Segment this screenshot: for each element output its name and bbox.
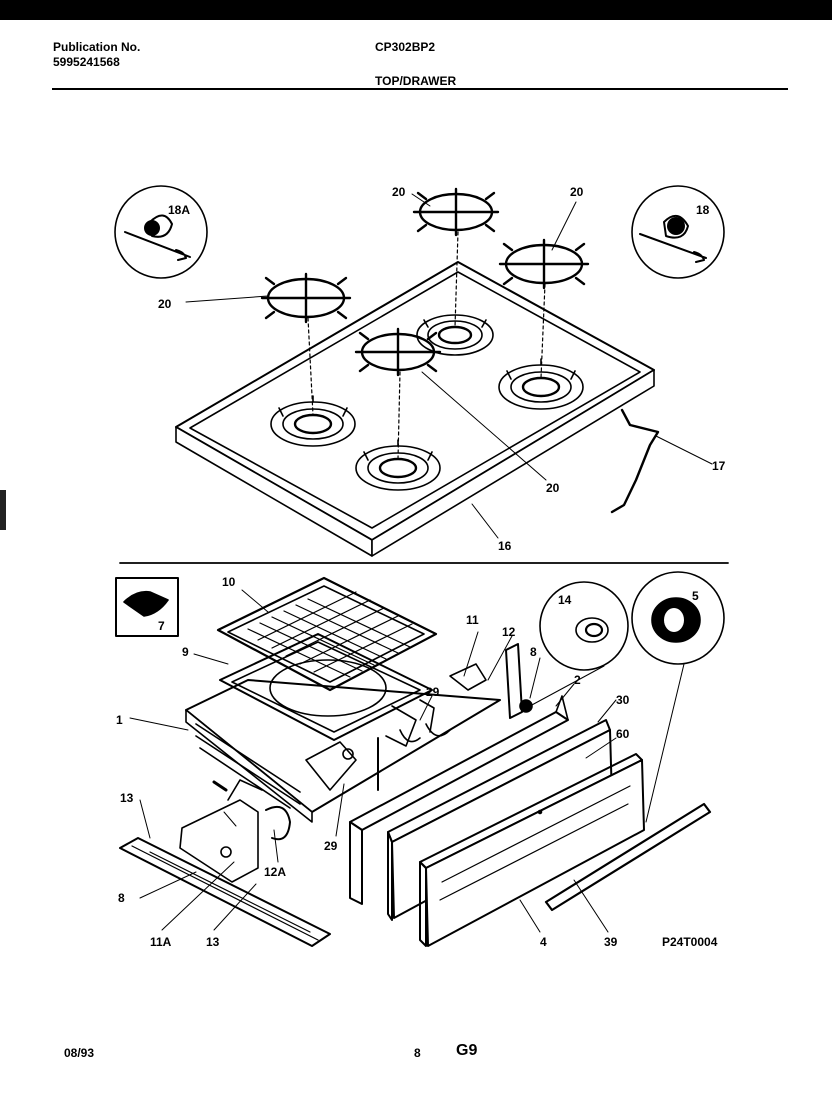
publication-label: Publication No. [53,40,141,54]
model-number: CP302BP2 [375,40,436,54]
footer-page-number: 8 [414,1046,421,1060]
callout-20: 20 [546,481,560,495]
callout-39: 39 [604,935,618,949]
drawer-handle [544,802,712,912]
ignition-bracket [377,643,533,791]
callout-2: 2 [574,673,581,687]
inset-18a [114,185,208,279]
inset-14 [539,581,629,671]
broiler-grill [216,576,438,692]
broiler-drawer-body [185,679,501,823]
callout-7: 7 [158,619,165,633]
callout-8: 8 [118,891,125,905]
publication-number: 5995241568 [53,55,120,69]
inset-18 [631,185,725,279]
inset-5 [631,571,725,665]
callout-5: 5 [692,589,699,603]
callout-12a: 12A [264,865,286,879]
drawer-front-frame [349,695,569,905]
callout-18a: 18A [168,203,190,217]
callout-14: 14 [558,593,572,607]
callout-20: 20 [570,185,584,199]
drawer-panel-4 [419,753,645,947]
left-scan-mark [0,490,6,530]
top-scan-border [0,0,832,20]
callout-11: 11 [466,613,479,627]
leader-lines [129,193,713,933]
callout-20: 20 [392,185,406,199]
alignment-lines [307,231,546,460]
burner-grates [260,187,590,377]
callout-29: 29 [426,685,440,699]
cooktop-support-rod [610,408,660,514]
callout-20: 20 [158,297,172,311]
callout-18: 18 [696,203,710,217]
callout-4: 4 [540,935,547,949]
callout-11a: 11A [150,935,172,949]
callout-12: 12 [502,625,516,639]
callout-60: 60 [616,727,630,741]
callout-8: 8 [530,645,537,659]
drawer-rail [119,779,331,947]
figure-code: P24T0004 [662,935,718,949]
inset-7 [115,577,179,637]
footer-page-code: G9 [456,1042,478,1059]
callout-9: 9 [182,645,189,659]
header-rule [52,88,788,90]
callout-29: 29 [324,839,338,853]
callout-1: 1 [116,713,123,727]
callout-17: 17 [712,459,726,473]
callout-30: 30 [616,693,630,707]
callout-16: 16 [498,539,512,553]
callout-13: 13 [206,935,220,949]
cooktop-panel [175,261,655,557]
broiler-pan [219,633,433,741]
section-title: TOP/DRAWER [375,74,457,88]
callout-13: 13 [120,791,134,805]
callout-labels: 20 20 20 20 18A 18 17 16 7 10 9 1 11 12 … [116,185,726,949]
footer-date: 08/93 [64,1046,95,1060]
callout-10: 10 [222,575,236,589]
